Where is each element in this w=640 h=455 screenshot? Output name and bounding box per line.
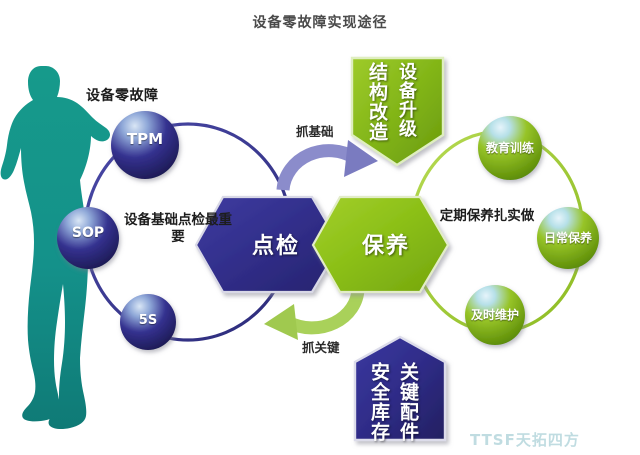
arrow-bottom-green-icon xyxy=(264,287,365,340)
hexagon-maintenance[interactable] xyxy=(311,195,450,294)
label-arrow-key: 抓关键 xyxy=(302,340,340,355)
arrow-top-purple-icon xyxy=(276,140,378,191)
sphere-tpm[interactable] xyxy=(111,111,179,179)
badge-upgrade[interactable] xyxy=(350,56,445,167)
woman-silhouette-icon xyxy=(0,66,110,430)
sphere-timely-repair[interactable] xyxy=(465,285,525,345)
sphere-5s[interactable] xyxy=(120,294,176,350)
label-arrow-foundation: 抓基础 xyxy=(296,124,334,139)
hexagon-inspection[interactable] xyxy=(194,195,342,294)
label-zero-failure: 设备零故障 xyxy=(86,88,159,104)
badge-spare-parts[interactable] xyxy=(353,335,447,442)
sphere-daily-maintenance[interactable] xyxy=(537,207,599,269)
watermark-text: 天拓四方 xyxy=(515,431,580,449)
label-basic-inspection: 设备基础点检最重要 xyxy=(124,212,232,245)
watermark-mark: TTSF xyxy=(470,431,516,449)
page-title: 设备零故障实现途径 xyxy=(252,15,388,31)
watermark: TTSF天拓四方 xyxy=(470,429,580,450)
label-regular-maintenance: 定期保养扎实做 xyxy=(439,208,535,224)
sphere-education[interactable] xyxy=(478,116,542,180)
sphere-sop[interactable] xyxy=(57,207,119,269)
